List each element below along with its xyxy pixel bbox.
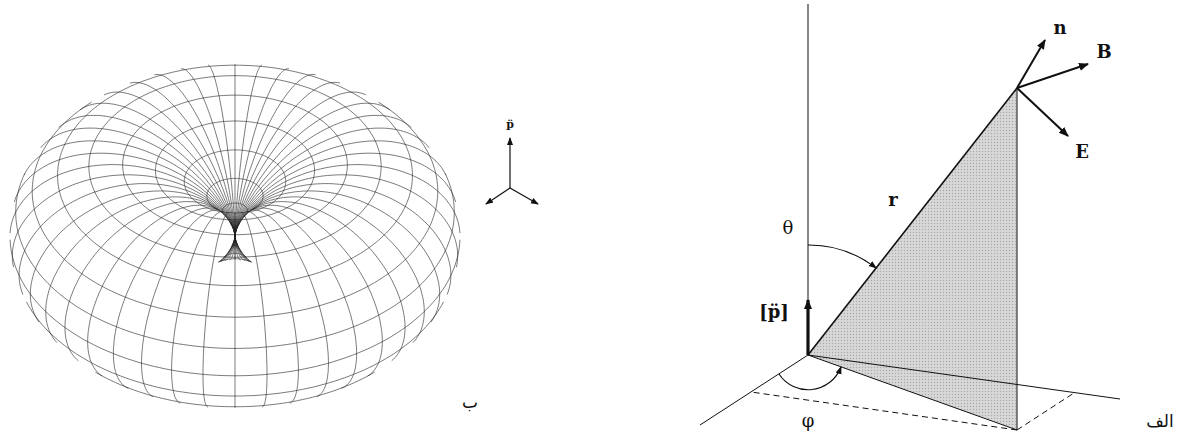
grid-line xyxy=(80,103,235,260)
grid-line xyxy=(238,184,451,295)
vector-label: p̈ xyxy=(506,119,514,130)
radiation-pattern xyxy=(10,64,460,408)
grid-line xyxy=(236,175,458,267)
grid-line xyxy=(208,65,235,260)
grid-line xyxy=(235,103,390,260)
grid-line xyxy=(235,69,289,261)
grid-line xyxy=(248,197,424,343)
grid-line xyxy=(41,128,235,252)
grid-line xyxy=(154,75,235,262)
grid-line xyxy=(241,212,267,407)
axis-triad xyxy=(486,138,538,204)
grid-line xyxy=(30,191,227,322)
grid-line xyxy=(65,202,219,361)
grid-line xyxy=(235,65,262,260)
angle-label: θ xyxy=(783,219,794,237)
grid-line xyxy=(235,115,411,258)
grid-line xyxy=(88,205,218,376)
vector-label: E xyxy=(1075,143,1089,161)
grid-line xyxy=(172,211,224,403)
grid-line xyxy=(104,92,235,262)
grid-line xyxy=(235,75,316,262)
grid-line xyxy=(235,165,460,236)
grid-line xyxy=(46,197,222,343)
grid-line xyxy=(251,202,405,361)
panel-label: الف xyxy=(1146,413,1174,430)
grid-line xyxy=(142,210,220,397)
panel-label: ب xyxy=(462,394,478,411)
grid-line xyxy=(203,212,229,407)
grid-line xyxy=(243,191,440,322)
vector-label: n xyxy=(1053,19,1066,37)
grid-line xyxy=(130,82,235,261)
grid-line xyxy=(235,128,429,252)
angle-label: φ xyxy=(802,412,815,430)
grid-line xyxy=(235,82,340,261)
grid-line xyxy=(250,210,328,397)
grid-line xyxy=(113,208,217,388)
grid-line xyxy=(235,92,366,262)
grid-line xyxy=(181,69,235,261)
grid-line xyxy=(235,212,236,408)
vector-label: [p̈] xyxy=(759,303,789,321)
vector-label: r xyxy=(888,191,897,209)
vector-label: B xyxy=(1096,43,1111,61)
grid-line xyxy=(59,115,235,258)
grid-line xyxy=(252,208,357,388)
coordinate-diagram xyxy=(700,4,1120,430)
grid-line xyxy=(10,165,235,236)
grid-line xyxy=(253,205,383,376)
